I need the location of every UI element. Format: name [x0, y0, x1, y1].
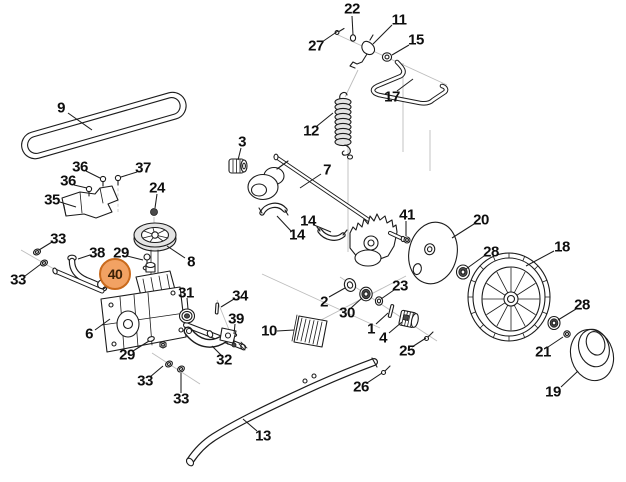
part-label-33d[interactable]: 33	[173, 390, 189, 408]
screw-37	[114, 174, 122, 186]
part-label-33a[interactable]: 33	[50, 230, 66, 248]
part-label-29a[interactable]: 29	[113, 244, 129, 262]
part-label-6[interactable]: 6	[85, 325, 93, 343]
part-drawing-screw-26	[380, 365, 391, 376]
part-label-31[interactable]: 31	[178, 284, 194, 302]
part-label-40[interactable]: 40	[99, 258, 131, 290]
part-label-37[interactable]: 37	[135, 159, 151, 177]
part-drawing-disc-20	[408, 221, 458, 285]
part-drawing-bracket-35	[61, 174, 122, 219]
part-label-41[interactable]: 41	[399, 206, 415, 224]
part-drawing-bearing-28b	[547, 315, 561, 331]
part-label-32[interactable]: 32	[216, 351, 232, 369]
part-drawing-bushing-3	[228, 158, 248, 174]
part-drawing-sector-gear	[349, 213, 406, 267]
part-drawing-hook-14a	[258, 202, 289, 216]
part-drawing-nut-21	[563, 330, 571, 338]
part-drawing-rod-17	[370, 59, 449, 106]
part-label-33c[interactable]: 33	[137, 372, 153, 390]
part-label-14a[interactable]: 14	[300, 212, 316, 230]
part-label-21[interactable]: 21	[535, 343, 551, 361]
part-drawing-hubcap-19	[569, 328, 615, 382]
part-drawing-washer-23	[374, 296, 384, 306]
part-label-14b[interactable]: 14	[289, 226, 305, 244]
part-label-38[interactable]: 38	[89, 244, 105, 262]
part-label-24[interactable]: 24	[149, 179, 165, 197]
part-label-30[interactable]: 30	[339, 304, 355, 322]
part-label-19[interactable]: 19	[545, 383, 561, 401]
part-drawing-pin-34	[214, 302, 220, 315]
part-label-18[interactable]: 18	[554, 238, 570, 256]
part-label-10[interactable]: 10	[261, 322, 277, 340]
part-drawing-hook-14b	[316, 226, 348, 241]
part-label-4[interactable]: 4	[379, 329, 387, 347]
part-label-35[interactable]: 35	[44, 191, 60, 209]
part-label-3[interactable]: 3	[238, 133, 246, 151]
part-drawing-fan-8	[133, 222, 177, 289]
screw-36-a	[99, 175, 107, 187]
part-label-1[interactable]: 1	[367, 320, 375, 338]
part-drawing-handlebar-13	[185, 357, 378, 467]
part-drawing-ring-41	[403, 236, 411, 244]
part-label-8[interactable]: 8	[187, 253, 195, 271]
part-label-12[interactable]: 12	[303, 122, 319, 140]
part-label-34[interactable]: 34	[232, 287, 248, 305]
part-drawing-nut-24	[150, 208, 158, 216]
part-label-7[interactable]: 7	[323, 161, 331, 179]
part-drawing-spring-12	[334, 91, 354, 160]
part-drawing-pin-1	[387, 304, 395, 318]
part-label-23[interactable]: 23	[392, 277, 408, 295]
part-label-26[interactable]: 26	[353, 378, 369, 396]
part-drawing-lever-11	[349, 34, 376, 69]
part-drawing-bushing-31	[178, 308, 196, 324]
part-drawing-bearing-30	[359, 286, 373, 302]
part-label-9[interactable]: 9	[57, 99, 65, 117]
part-label-28b[interactable]: 28	[574, 296, 590, 314]
leader-lines	[24, 15, 579, 432]
part-label-11[interactable]: 11	[391, 11, 407, 29]
part-drawing-belt-9	[21, 91, 187, 160]
part-label-2[interactable]: 2	[320, 293, 328, 311]
part-label-36b[interactable]: 36	[60, 172, 76, 190]
screw-36-b	[85, 185, 93, 197]
part-drawing-washers-33	[32, 248, 185, 373]
part-label-39[interactable]: 39	[228, 310, 244, 328]
part-label-27[interactable]: 27	[308, 37, 324, 55]
part-label-28a[interactable]: 28	[483, 243, 499, 261]
part-label-29b[interactable]: 29	[119, 346, 135, 364]
part-label-20[interactable]: 20	[473, 211, 489, 229]
part-drawing-arm-32	[183, 326, 237, 348]
part-drawing-grommet-15	[381, 52, 393, 62]
part-label-33b[interactable]: 33	[10, 271, 26, 289]
part-drawing-pinion-4	[398, 309, 419, 328]
part-drawing-washer-2	[343, 278, 357, 292]
part-label-36a[interactable]: 36	[72, 158, 88, 176]
part-label-25[interactable]: 25	[399, 342, 415, 360]
part-label-15[interactable]: 15	[408, 31, 424, 49]
part-drawing-shaft-7	[247, 153, 387, 233]
part-label-22[interactable]: 22	[344, 0, 360, 18]
part-drawing-wheel-18	[467, 252, 551, 342]
part-label-17[interactable]: 17	[384, 88, 400, 106]
part-drawing-plate-10	[291, 314, 328, 348]
part-label-13[interactable]: 13	[255, 427, 271, 445]
